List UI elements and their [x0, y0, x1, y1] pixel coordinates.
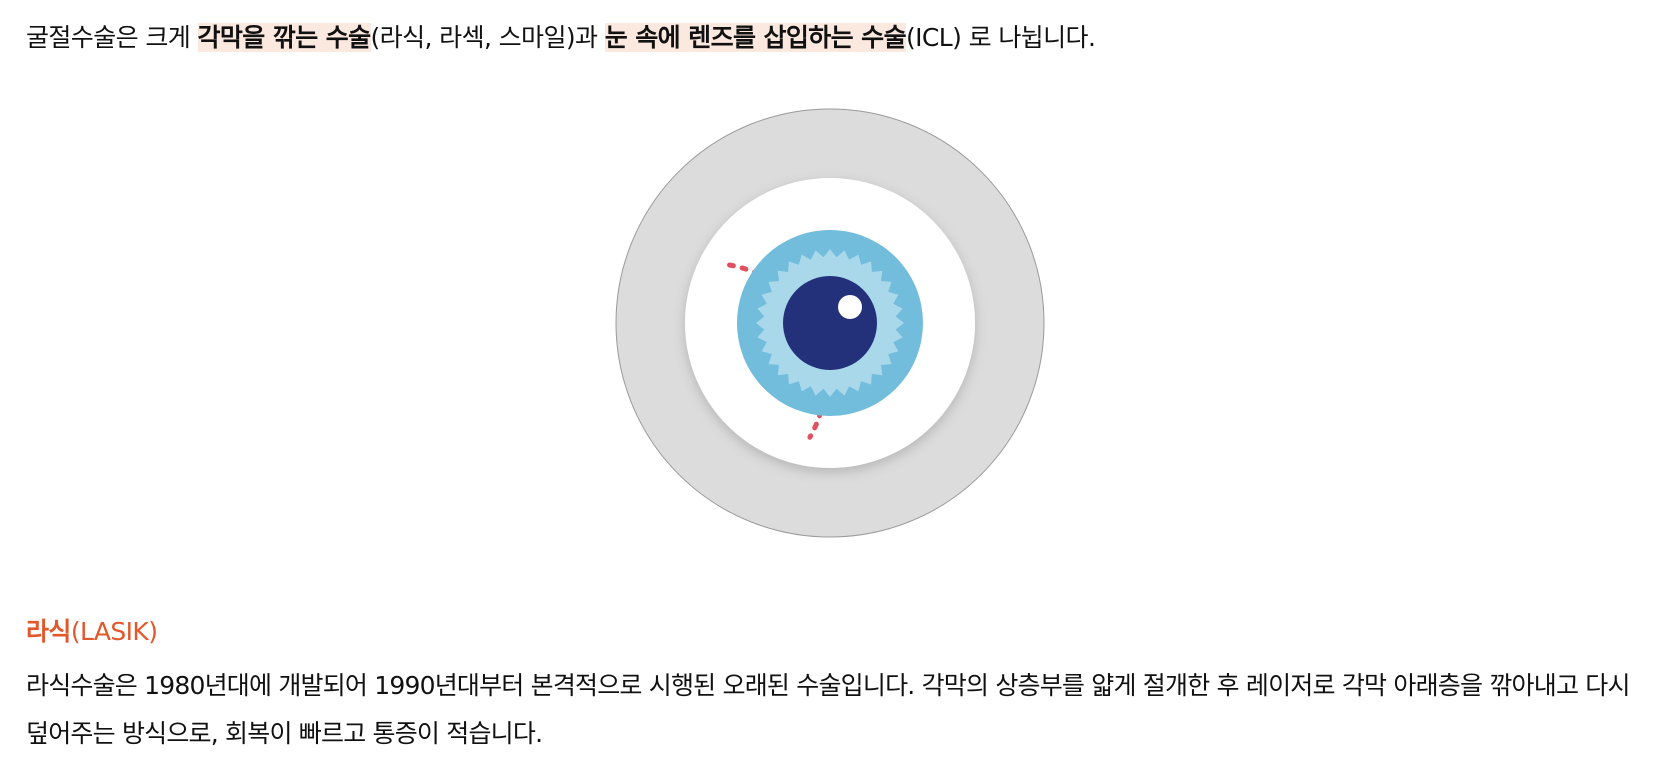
- highlight-lens-implant-surgery: 눈 속에 렌즈를 삽입하는 수술: [604, 23, 907, 52]
- highlight-corneal-surgery: 각막을 깎는 수술: [197, 23, 371, 52]
- intro-text-3: (ICL) 로 나뉩니다.: [905, 23, 1096, 52]
- section-title-english: (LASIK): [70, 617, 158, 646]
- eye-illustration-icon: [615, 108, 1045, 538]
- section-title-korean: 라식: [26, 617, 71, 646]
- intro-text-1: 굴절수술은 크게: [26, 23, 198, 52]
- intro-paragraph: 굴절수술은 크게 각막을 깎는 수술(라식, 라섹, 스마일)과 눈 속에 렌즈…: [26, 18, 1096, 58]
- section-title: 라식(LASIK): [26, 614, 158, 650]
- pupil-highlight: [838, 295, 862, 319]
- eye-figure: [0, 108, 1660, 538]
- intro-text-2: (라식, 라섹, 스마일)과: [370, 23, 605, 52]
- pupil: [783, 276, 877, 370]
- section-body: 라식수술은 1980년대에 개발되어 1990년대부터 본격적으로 시행된 오래…: [26, 671, 1631, 748]
